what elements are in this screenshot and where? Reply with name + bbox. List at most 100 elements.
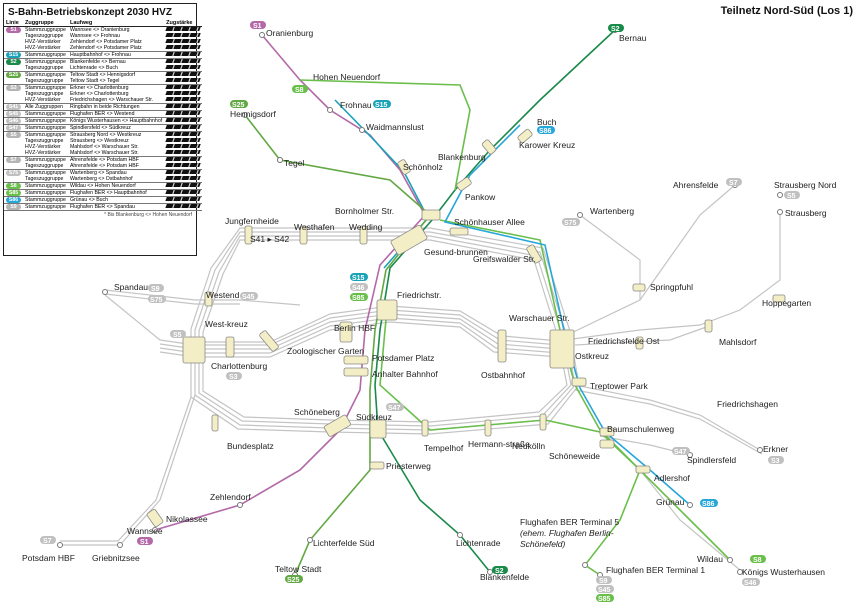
legend-strength-cell xyxy=(164,176,203,183)
legend-line-cell xyxy=(4,65,23,72)
legend-group-cell: Tageszuggruppe xyxy=(25,138,64,144)
legend-route-cell: Blankenfelde <> Bernau xyxy=(69,59,126,65)
legend-group-cell: Tageszuggruppe xyxy=(25,33,64,39)
label-teltow-stadt: Teltow Stadt xyxy=(275,564,322,574)
legend-header-strength: Zugstärke xyxy=(164,20,203,27)
station-box-jungfernheide xyxy=(244,225,253,245)
station-box-pankow xyxy=(456,177,472,191)
label-hermannstr: Hermann-straße xyxy=(468,439,530,449)
label-oranienburg: Oranienburg xyxy=(266,28,314,38)
legend-line-cell: S46 xyxy=(4,117,23,125)
legend-strength-bars xyxy=(165,144,201,148)
label-griebnitzsee: Griebnitzsee xyxy=(92,553,140,563)
badge-s3-ch: S3 xyxy=(226,372,242,381)
legend-line-cell: S25 xyxy=(4,72,23,78)
legend-strength-bars xyxy=(165,104,201,108)
legend-line-badge: S7 xyxy=(6,157,21,163)
station-box-tempelhof xyxy=(421,419,429,437)
legend-line-badge: S45 xyxy=(6,111,21,117)
station-box-ostkreuz xyxy=(549,329,575,369)
svg-text:S5: S5 xyxy=(173,332,182,339)
label-blankenburg: Blankenburg xyxy=(438,152,486,162)
legend-strength-bars xyxy=(165,176,201,180)
legend-footnote: * Bis Blankenburg <> Hohen Neuendorf xyxy=(104,212,192,218)
legend-route-cell: Wildau <> Hohen Neuendorf xyxy=(67,182,165,190)
svg-text:S86: S86 xyxy=(539,128,552,135)
station-box-schoeneberg xyxy=(323,414,351,437)
badge-s2-top: S2 xyxy=(608,24,624,33)
label-bernau: Bernau xyxy=(619,33,647,43)
svg-text:S46: S46 xyxy=(744,580,757,587)
badge-s86-gr: S86 xyxy=(700,499,718,508)
legend-strength-cell xyxy=(164,117,203,125)
label-karower-kreuz: Karower Kreuz xyxy=(519,140,575,150)
legend-group-cell: HVZ-Verstärker xyxy=(23,97,68,104)
legend-strength-cell xyxy=(164,163,203,170)
svg-text:S7: S7 xyxy=(729,180,738,187)
legend-route-cell: Flughafen BER <> Hauptbahnhof xyxy=(67,189,165,197)
legend-line-cell xyxy=(4,176,23,183)
legend-group-cell: Tageszuggruppe xyxy=(25,91,64,97)
legend-strength-bars xyxy=(165,97,201,101)
label-zehlendorf: Zehlendorf xyxy=(210,492,251,502)
svg-text:S45: S45 xyxy=(242,294,255,301)
badge-s2-bf: S2 xyxy=(492,566,508,575)
station-box-neukoelln xyxy=(539,413,547,431)
label-blankenfelde: Blankenfelde xyxy=(480,572,529,582)
badge-s75-war: S75 xyxy=(562,218,580,227)
station-box-priesterweg xyxy=(369,461,385,470)
label-priesterweg: Priesterweg xyxy=(386,461,431,471)
legend-line-badge: S1 xyxy=(6,27,21,33)
legend-group-cell: Tageszuggruppe xyxy=(23,65,68,72)
legend-route-cell: Wartenberg <> Ostbahnhof xyxy=(67,176,165,183)
label-tempelhof: Tempelhof xyxy=(424,443,464,453)
legend-group-cell: Stammzuggruppe xyxy=(25,170,66,176)
badge-s46-hbf: S46 xyxy=(350,283,368,292)
legend-group-cell: Stammzuggruppe xyxy=(25,72,66,78)
station-box-wedding xyxy=(359,225,368,245)
legend-route-cell: Strausberg Nord <> Westkreuz xyxy=(69,132,142,138)
badge-s85-ber: S85 xyxy=(596,594,614,603)
legend-group-cell: HVZ-Verstärker xyxy=(23,150,68,157)
station-box-charlottenburg xyxy=(225,336,235,358)
legend-strength-bars xyxy=(165,59,201,63)
legend-strength-bars xyxy=(165,132,201,136)
badge-s85-hbf: S85 xyxy=(350,293,368,302)
legend-strength-bars xyxy=(165,150,201,154)
label-neukoelln: Neukölln xyxy=(512,441,545,451)
legend-strength-bars xyxy=(165,91,201,95)
legend-line-cell: S7 xyxy=(4,157,23,163)
legend-route-cell: Teltow Stadt <> Tegel xyxy=(67,78,165,85)
station-markers xyxy=(146,128,786,528)
legend-line-cell xyxy=(4,150,23,157)
label-lichterfelde-sued: Lichterfelde Süd xyxy=(313,538,375,548)
station-box-friedrichstr xyxy=(376,299,398,321)
badge-s8-top: S8 xyxy=(292,85,308,94)
svg-text:S9: S9 xyxy=(151,286,160,293)
svg-text:S85: S85 xyxy=(598,596,611,603)
legend-group-cell: Stammzuggruppe xyxy=(25,27,66,33)
station-box-westhafen xyxy=(299,225,308,245)
label-gruenau: Grünau xyxy=(656,497,685,507)
label-schoenholz: Schönholz xyxy=(403,162,443,172)
label-ostbahnhof: Ostbahnhof xyxy=(481,370,526,380)
label-potsdamer: Potsdamer Platz xyxy=(372,353,434,363)
legend-strength-bars xyxy=(165,183,201,187)
legend-strength-cell xyxy=(164,78,203,85)
label-charlottenburg: Charlottenburg xyxy=(211,361,268,371)
badge-s25-top: S25 xyxy=(230,100,248,109)
label-westend: Westend xyxy=(206,290,240,300)
label-ber-t1: Flughafen BER Terminal 1 xyxy=(606,565,705,575)
badge-s75-spa: S75 xyxy=(148,295,166,304)
label-schoeneberg: Schöneberg xyxy=(294,407,340,417)
label-springpfuhl: Springpfuhl xyxy=(650,282,693,292)
